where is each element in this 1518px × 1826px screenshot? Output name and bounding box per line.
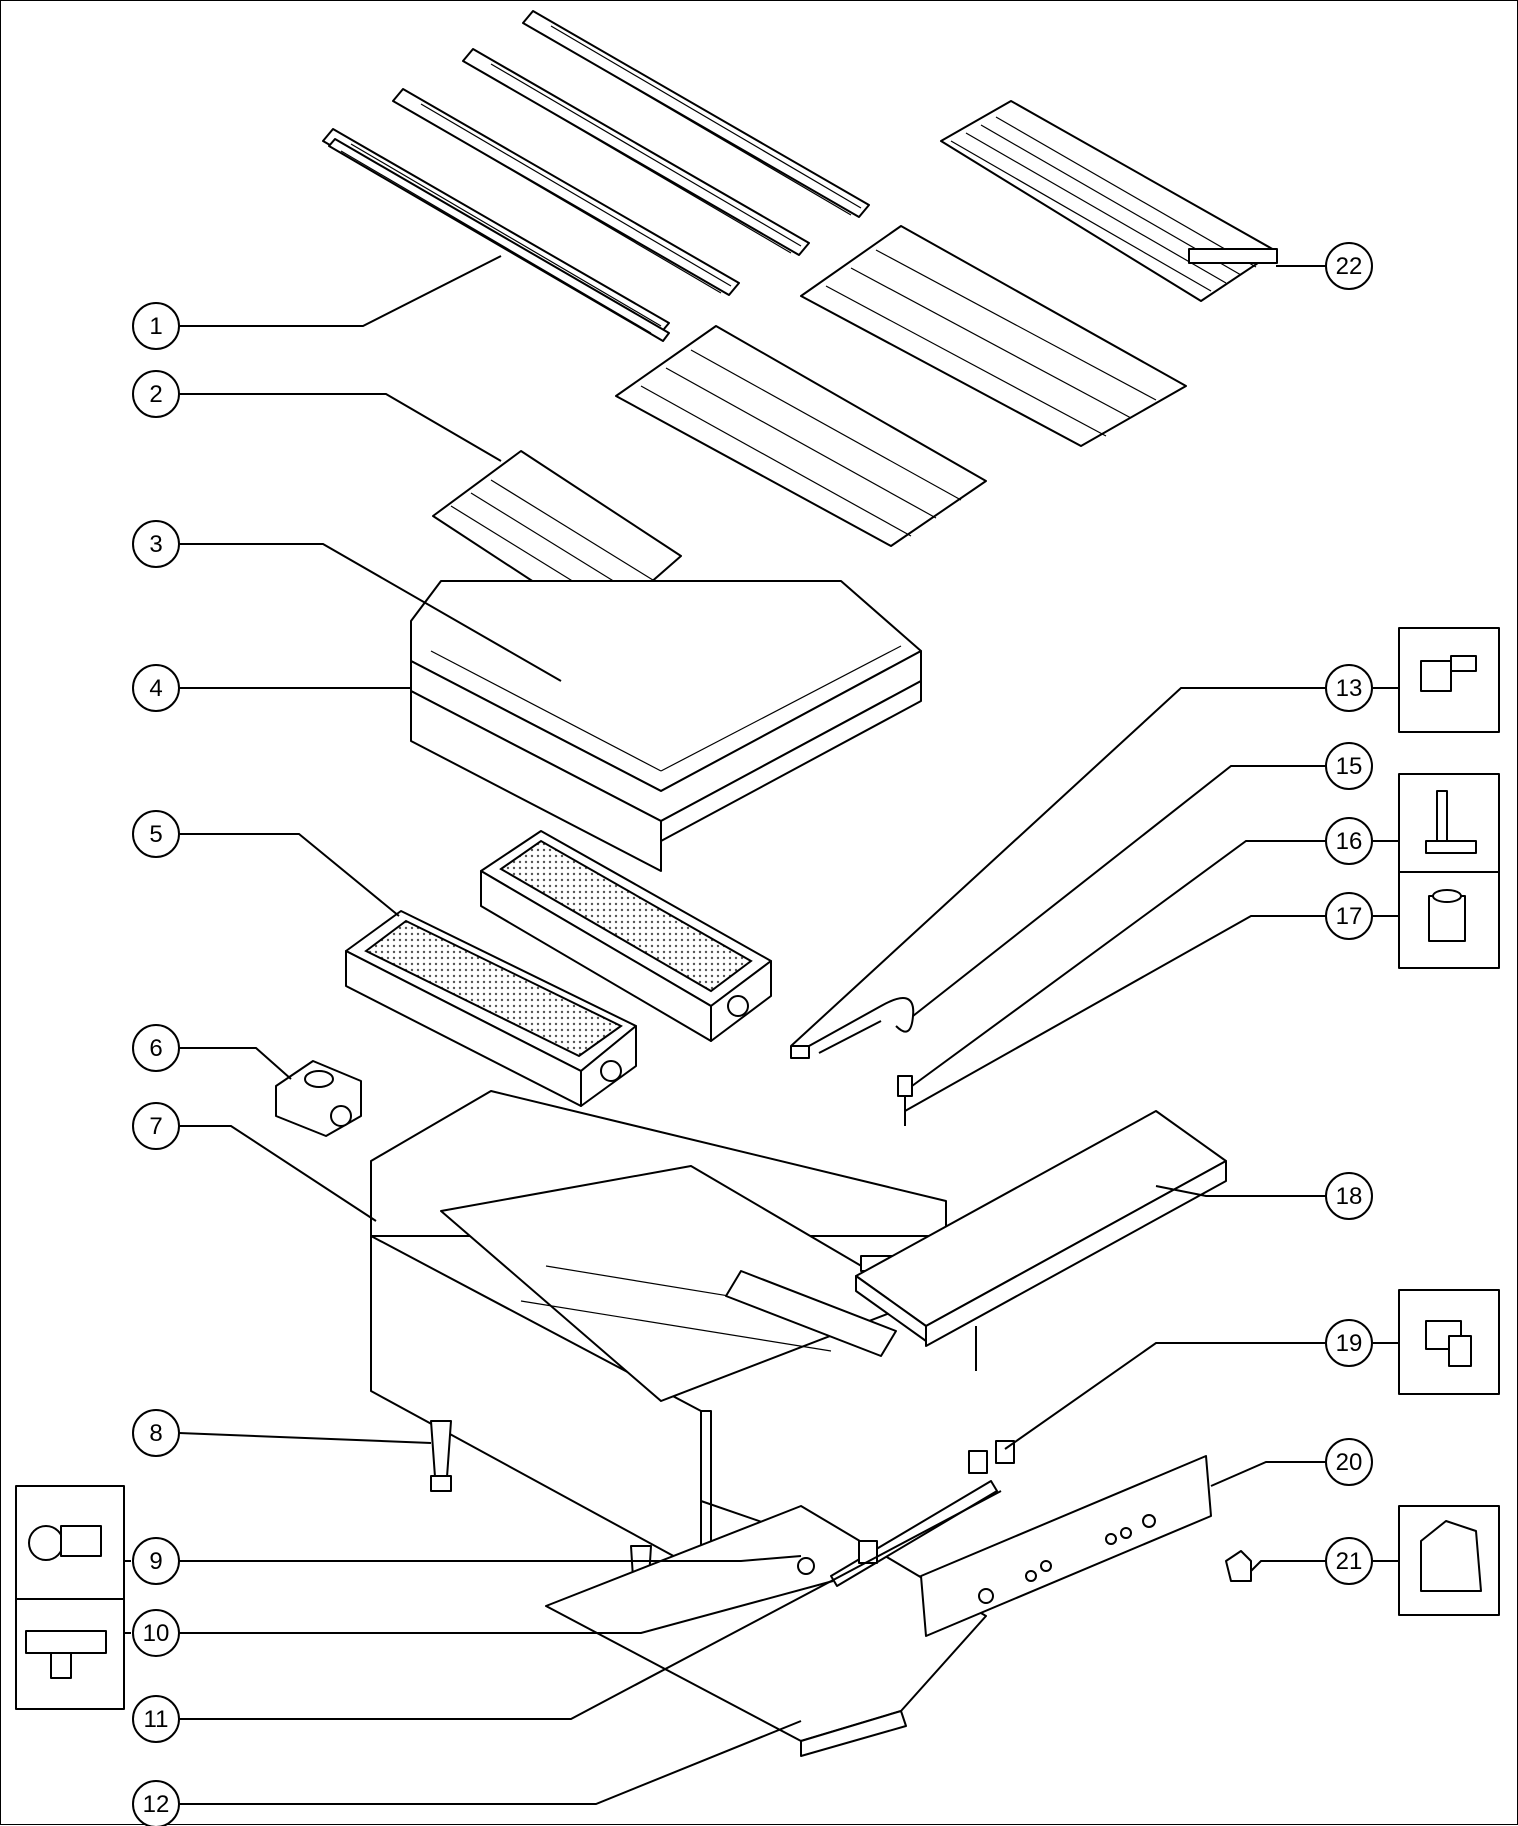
callout-label: 7 [149,1113,162,1140]
callout-4: 4 [132,664,180,712]
callout-label: 22 [1336,253,1363,280]
callout-label: 13 [1336,675,1363,702]
callout-13: 13 [1325,664,1373,712]
small-grate [940,100,1278,302]
callout-label: 3 [149,531,162,558]
regulator [275,1060,362,1137]
callout-16: 16 [1325,817,1373,865]
callout-label: 15 [1336,753,1363,780]
callout-18: 18 [1325,1172,1373,1220]
callout-6: 6 [132,1024,180,1072]
front-shield [855,1110,1227,1371]
callout-label: 21 [1336,1548,1363,1575]
callout-21: 21 [1325,1537,1373,1585]
callout-19: 19 [1325,1319,1373,1367]
inset-boxes [15,627,1500,1710]
callout-8: 8 [132,1409,180,1457]
upper-grates [322,10,870,342]
callout-label: 9 [149,1548,162,1575]
callout-20: 20 [1325,1438,1373,1486]
callout-label: 8 [149,1420,162,1447]
top-frame [410,580,922,872]
knob [1225,1550,1252,1582]
cabinet-body [370,1090,992,1602]
control-panel [920,1455,1212,1637]
inset-13 [1398,627,1500,733]
inset-16 [1398,773,1500,873]
callout-label: 4 [149,675,162,702]
burners [345,830,772,1107]
callout-7: 7 [132,1102,180,1150]
inset-17 [1398,871,1500,969]
callout-label: 16 [1336,828,1363,855]
callout-17: 17 [1325,892,1373,940]
callout-label: 6 [149,1035,162,1062]
pilot-assembly [790,997,915,1126]
callout-label: 20 [1336,1449,1363,1476]
callout-label: 10 [143,1620,170,1647]
callout-5: 5 [132,810,180,858]
callout-label: 11 [144,1706,169,1733]
callout-label: 1 [149,313,162,340]
callout-label: 17 [1336,903,1363,930]
callout-10: 10 [132,1609,180,1657]
radiants [432,225,1187,627]
callout-2: 2 [132,370,180,418]
callout-label: 19 [1336,1330,1363,1357]
callout-22: 22 [1325,242,1373,290]
callout-label: 18 [1336,1183,1363,1210]
callout-3: 3 [132,520,180,568]
callout-label: 12 [143,1791,170,1818]
callout-1: 1 [132,302,180,350]
callout-label: 5 [149,821,162,848]
callout-label: 2 [149,381,162,408]
callout-12: 12 [132,1780,180,1826]
callout-9: 9 [132,1537,180,1585]
callout-11: 11 [132,1695,180,1743]
leader-lines [109,255,1399,1805]
bottom-tray [545,1505,987,1757]
callout-15: 15 [1325,742,1373,790]
